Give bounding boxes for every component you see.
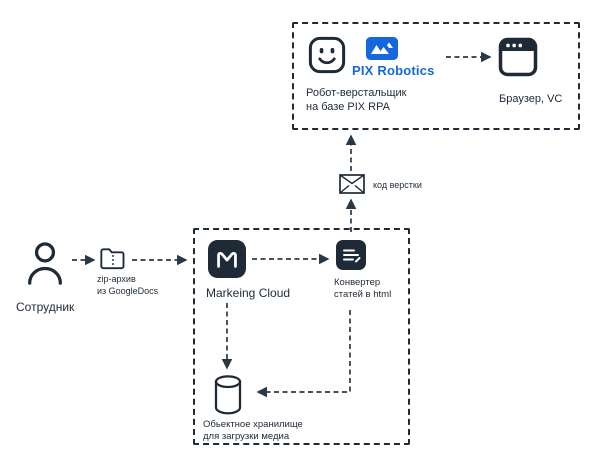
employee-label: Сотрудник: [16, 300, 75, 314]
converter-icon: [336, 240, 366, 270]
marketing-cloud-group-box: [193, 228, 410, 445]
browser-label: Браузер, VC: [499, 93, 563, 105]
converter-label: Конвертер статей в html: [334, 277, 392, 301]
robot-label: Робот-верстальщик на базе PIX RPA: [306, 87, 407, 114]
pix-robotics-logo-icon: [366, 37, 398, 60]
envelope-label: код верстки: [373, 180, 422, 190]
storage-label: Обьектное хранилище для загрузки медиа: [203, 419, 303, 443]
pix-robotics-logo-text: PIX Robotics: [352, 63, 435, 78]
envelope-icon: [339, 174, 365, 194]
browser-icon: [498, 37, 538, 77]
robot-smiley-icon: [308, 36, 346, 74]
storage-cylinder-icon: [214, 375, 242, 415]
zip-folder-icon: [100, 248, 125, 270]
pix-robot-group-box: [292, 22, 580, 130]
marketing-cloud-icon: [208, 240, 246, 278]
person-icon: [28, 242, 62, 285]
zip-label: zip-архив из GoogleDocs: [97, 274, 159, 296]
marketing-cloud-label: Markeing Cloud: [206, 286, 291, 300]
